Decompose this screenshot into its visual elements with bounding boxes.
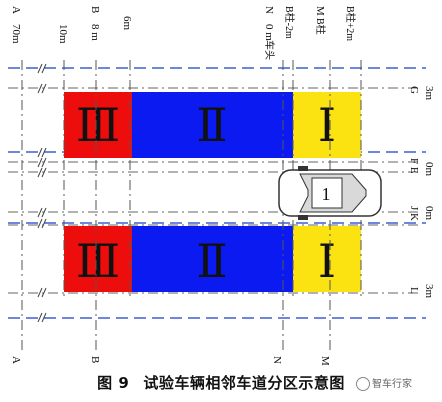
top-labels: A 70m 10m B 8 m 6m N 0 m 车头 B柱-2m M B柱 B…	[10, 6, 357, 60]
numeral-I-bottom: Ⅰ	[318, 236, 336, 287]
zone-I-bottom	[293, 226, 361, 292]
right-label-L-dist: 3m	[423, 284, 435, 299]
vehicle-mirror-top	[298, 166, 308, 171]
top-label-N-dist: 0 m	[263, 24, 275, 41]
numeral-III-bottom: Ⅲ	[76, 236, 120, 287]
vehicle-label: 1	[322, 184, 331, 204]
zone-III-bottom	[64, 226, 132, 292]
lane-zone-diagram: Ⅲ Ⅱ Ⅰ Ⅲ Ⅱ Ⅰ 1 A 70	[8, 6, 435, 366]
top-label-N: N	[263, 6, 275, 14]
top-label-B: B	[89, 6, 101, 13]
top-label-M-note: B柱	[314, 18, 327, 35]
figure-caption: 图 9 试验车辆相邻车道分区示意图	[0, 372, 442, 393]
figure-title: 试验车辆相邻车道分区示意图	[143, 374, 345, 392]
top-label-A-dist: 70m	[10, 24, 22, 44]
numeral-II-bottom: Ⅱ	[196, 236, 227, 287]
zone-II-top	[132, 92, 293, 158]
right-labels: G 3m F E 0m J K 0m L 3m	[408, 86, 435, 299]
test-vehicle: 1	[278, 166, 382, 220]
vehicle-roof	[311, 177, 343, 209]
zone-II-bottom	[132, 226, 293, 292]
bottom-label-A: A	[10, 356, 22, 364]
numeral-III-top: Ⅲ	[76, 100, 120, 151]
top-label-A: A	[10, 6, 22, 14]
bottom-label-B: B	[89, 356, 101, 363]
numeral-II-top: Ⅱ	[196, 100, 227, 151]
top-label-N-note: 车头	[263, 40, 276, 60]
right-label-G-dist: 3m	[423, 86, 435, 101]
bottom-label-M: M	[319, 356, 331, 366]
right-label-JK-dist: 0m	[423, 206, 435, 221]
right-label-FE: F E	[408, 158, 420, 174]
top-label-B-dist: 8 m	[89, 24, 101, 41]
right-label-FE-dist: 0m	[423, 162, 435, 177]
top-label-B-minus: B柱-2m	[283, 6, 296, 39]
zone-III-top	[64, 92, 132, 158]
right-label-JK: J K	[408, 206, 420, 221]
watermark-text: 智车行家	[372, 379, 412, 390]
vehicle-mirror-bottom	[298, 215, 308, 220]
bottom-label-N: N	[271, 356, 283, 364]
top-label-6m: 6m	[121, 16, 133, 31]
numeral-I-top: Ⅰ	[318, 100, 336, 151]
break-marks	[37, 63, 47, 323]
right-label-L: L	[408, 287, 420, 294]
top-label-M: M	[314, 6, 326, 16]
figure-number: 图 9	[97, 374, 130, 392]
zone-I-top	[293, 92, 361, 158]
bottom-labels: A B N M	[10, 356, 331, 366]
watermark-logo-icon	[356, 377, 370, 391]
top-label-B-plus: B柱+2m	[344, 6, 357, 41]
zone-numerals: Ⅲ Ⅱ Ⅰ Ⅲ Ⅱ Ⅰ	[76, 100, 336, 287]
top-label-10m: 10m	[57, 24, 69, 44]
right-label-G: G	[408, 86, 420, 94]
watermark: 智车行家	[356, 375, 412, 391]
